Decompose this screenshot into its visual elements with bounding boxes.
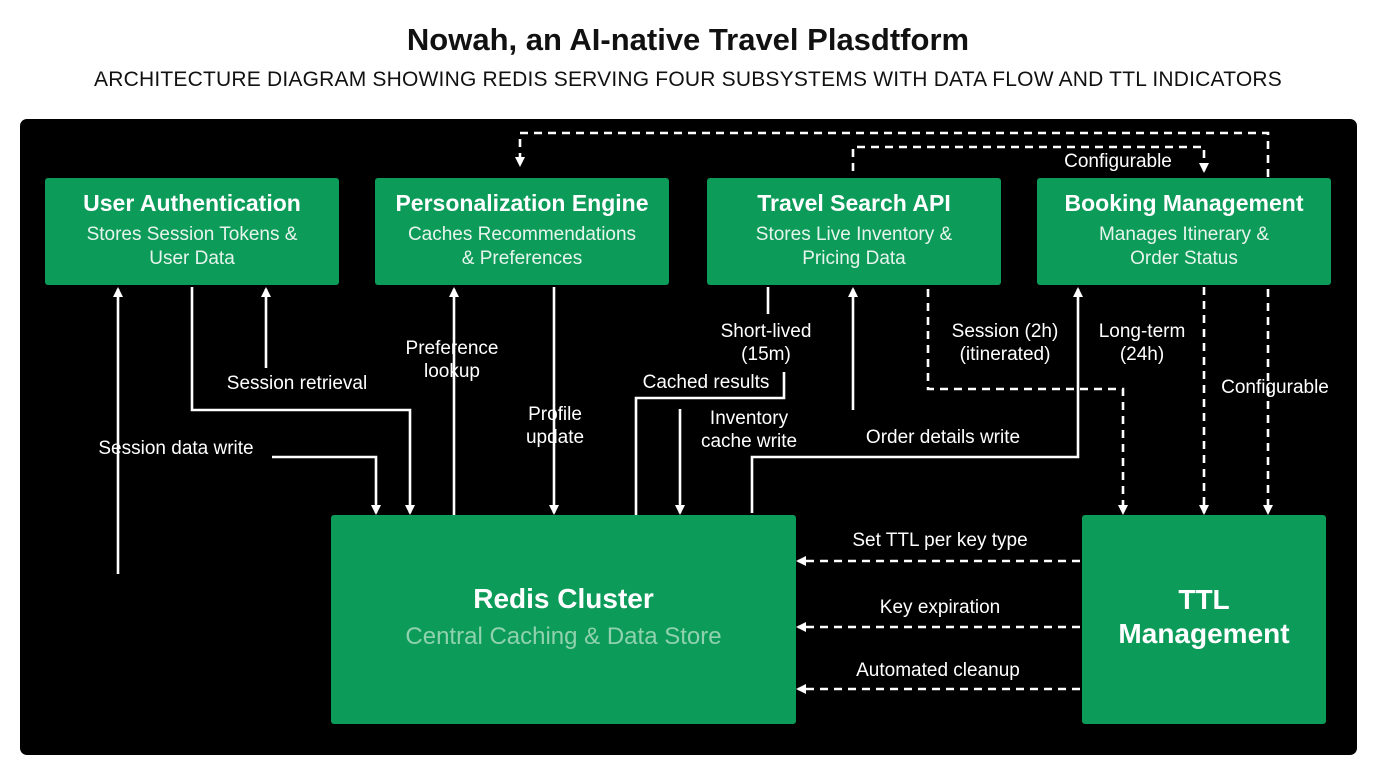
node-title: Personalization Engine: [395, 190, 649, 216]
label-order-details-write: Order details write: [865, 427, 1021, 448]
edge-cached-results: [634, 372, 786, 515]
node-title: User Authentication: [83, 190, 301, 216]
node-personalization-engine[interactable]: Personalization Engine Caches Recommenda…: [375, 178, 669, 285]
edge-order-details-write: [750, 287, 1083, 513]
diagram-canvas: User Authentication Stores Session Token…: [20, 119, 1357, 755]
label-session-retrieval: Session retrieval: [226, 373, 368, 394]
diagram-subtitle: ARCHITECTURE DIAGRAM SHOWING REDIS SERVI…: [94, 68, 1282, 91]
edge-session-data-write: [272, 455, 381, 515]
edge-auth-to-redis: [190, 287, 415, 515]
node-description: Caches Recommendations& Preferences: [407, 224, 637, 269]
node-description: Stores Live Inventory &Pricing Data: [755, 224, 953, 269]
node-title: Travel Search API: [757, 190, 951, 216]
label-short-lived: Short-lived(15m): [720, 321, 812, 365]
edge-session-2h: [926, 289, 1128, 515]
node-booking-management[interactable]: Booking Management Manages Itinerary &Or…: [1037, 178, 1331, 285]
label-cached-results: Cached results: [642, 372, 770, 393]
node-travel-search-api[interactable]: Travel Search API Stores Live Inventory …: [707, 178, 1001, 285]
label-session-data-write: Session data write: [98, 438, 254, 459]
label-session-2h: Session (2h)(itinerated): [951, 321, 1059, 365]
node-title: Booking Management: [1064, 190, 1304, 216]
label-configurable-top: Configurable: [1064, 151, 1172, 172]
diagram-title: Nowah, an AI-native Travel Plasdtform: [406, 22, 970, 57]
node-redis-cluster[interactable]: Redis Cluster Central Caching & Data Sto…: [331, 515, 796, 724]
node-description: Stores Session Tokens &User Data: [86, 224, 298, 269]
label-automated-cleanup: Automated cleanup: [856, 660, 1020, 681]
label-long-term: Long-term(24h): [1098, 321, 1186, 365]
edge-top-loop-personalization: [515, 131, 1270, 177]
node-user-authentication[interactable]: User Authentication Stores Session Token…: [45, 178, 339, 285]
node-title: Redis Cluster: [473, 583, 654, 614]
connector-layer: [113, 131, 1273, 694]
label-set-ttl: Set TTL per key type: [852, 530, 1028, 551]
node-description: Central Caching & Data Store: [405, 623, 722, 650]
label-key-expiration: Key expiration: [879, 597, 1001, 618]
label-configurable-side: Configurable: [1221, 377, 1329, 398]
node-description: Manages Itinerary &Order Status: [1098, 224, 1270, 269]
edge-configurable-top: [851, 145, 1209, 173]
